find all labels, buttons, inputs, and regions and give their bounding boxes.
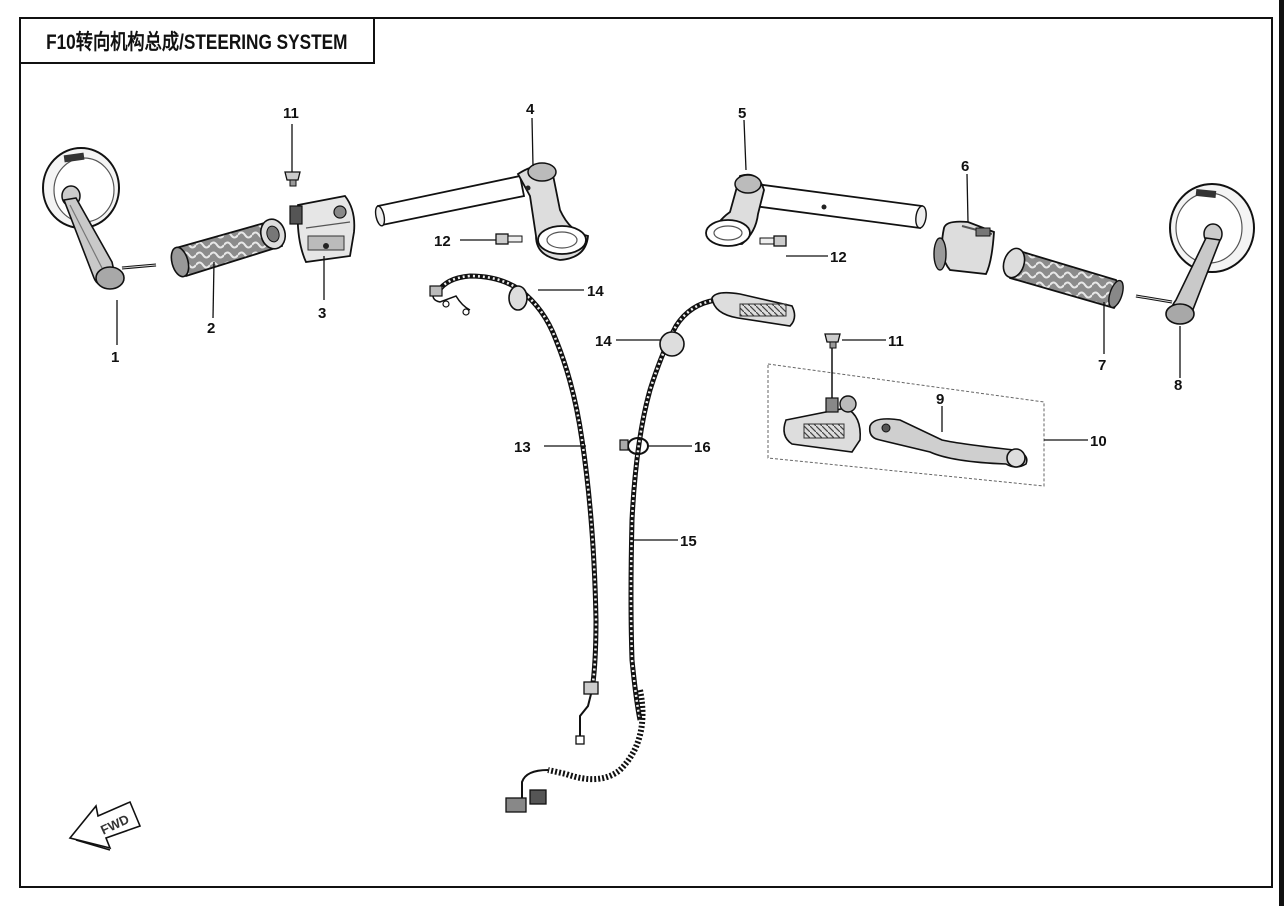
callout-12-right: 12 [830, 249, 847, 266]
diagram-title: F10转向机构总成/STEERING SYSTEM [46, 30, 348, 54]
right-throttle-housing [933, 220, 995, 275]
callout-14-top: 14 [587, 283, 604, 300]
right-grip [1002, 247, 1124, 310]
right-handlebar [705, 173, 927, 247]
callout-11-right: 11 [888, 333, 904, 350]
bolt-12-right [759, 235, 787, 247]
callout-8: 8 [1174, 377, 1182, 394]
callout-5: 5 [738, 105, 746, 122]
clamp-16 [619, 437, 649, 455]
drawing-frame [19, 17, 1273, 888]
lever-assembly [767, 348, 1045, 487]
callout-10: 10 [1090, 433, 1107, 450]
cable-15 [505, 291, 796, 813]
callout-15: 15 [680, 533, 697, 550]
screw-11-right [824, 333, 841, 349]
left-mirror [42, 147, 157, 290]
title-box: F10转向机构总成/STEERING SYSTEM [19, 17, 375, 64]
callout-1: 1 [111, 349, 119, 366]
screw-11-left [284, 171, 301, 187]
callout-9: 9 [936, 391, 944, 408]
callout-11-left: 11 [283, 105, 299, 122]
callout-2: 2 [207, 320, 215, 337]
left-switch-housing [289, 195, 356, 263]
right-mirror [1135, 183, 1255, 325]
callout-12-left: 12 [434, 233, 451, 250]
bolt-12-left [495, 233, 523, 245]
page-edge-bar [1279, 0, 1284, 906]
callout-6: 6 [961, 158, 969, 175]
callout-7: 7 [1098, 357, 1106, 374]
callout-4: 4 [526, 101, 535, 118]
leader-lines [116, 117, 1181, 541]
callout-13: 13 [514, 439, 531, 456]
left-handlebar [374, 162, 589, 261]
cable-13 [429, 273, 599, 745]
callout-3: 3 [318, 305, 326, 322]
fwd-arrow: FWD [68, 800, 142, 851]
callout-14-left: 14 [595, 333, 612, 350]
callout-16: 16 [694, 439, 711, 456]
left-grip [170, 218, 287, 278]
